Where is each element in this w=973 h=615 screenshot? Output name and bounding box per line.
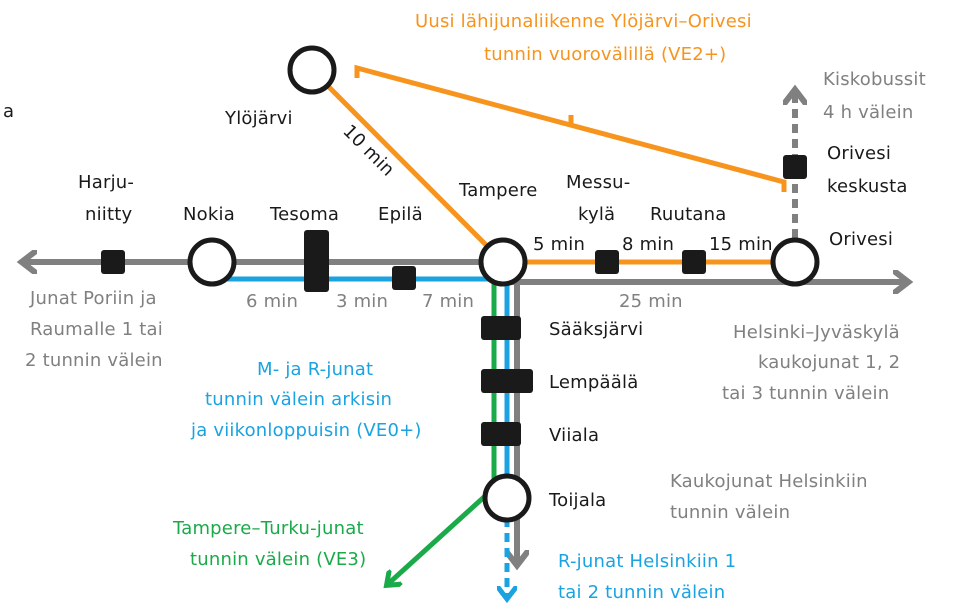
- kiskobussit-label-1: Kiskobussit: [823, 69, 926, 90]
- time-ruutana-orivesi: 15 min: [709, 234, 773, 255]
- mr-label-3: ja viikonloppuisin (VE0+): [190, 420, 422, 441]
- jyvaskyla-label-3: tai 3 tunnin välein: [722, 383, 889, 404]
- station-nokia: [187, 237, 237, 287]
- label-viiala: Viiala: [549, 425, 599, 446]
- kaukojunat-label-1: Kaukojunat Helsinkiin: [670, 471, 868, 492]
- stop-orivesi-keskusta: [783, 155, 807, 179]
- label-tampere: Tampere: [458, 180, 538, 201]
- pori-label-3: 2 tunnin välein: [25, 350, 163, 371]
- label-tesoma: Tesoma: [269, 204, 339, 225]
- stop-ruutana: [682, 250, 706, 274]
- station-toijala: [482, 473, 532, 523]
- label-toijala: Toijala: [548, 490, 606, 511]
- time-nokia-tesoma: 6 min: [246, 291, 298, 312]
- jyvaskyla-label-1: Helsinki–Jyväskylä: [733, 322, 900, 343]
- turku-label-1: Tampere–Turku-junat: [172, 518, 364, 539]
- station-tampere: [478, 237, 528, 287]
- stop-lempaala: [481, 369, 533, 393]
- label-nokia: Nokia: [183, 204, 235, 225]
- rjunat-label-1: R-junat Helsinkiin 1: [558, 551, 736, 572]
- label-messukyla-2: kylä: [578, 204, 615, 225]
- mr-label-1: M- ja R-junat: [257, 359, 373, 380]
- station-orivesi: [770, 237, 820, 287]
- label-fragment-a: a: [3, 101, 14, 122]
- stop-saaksjarvi: [481, 316, 521, 340]
- stop-harjuniitty: [101, 250, 125, 274]
- label-messukyla-1: Messu-: [566, 172, 630, 193]
- stop-epila: [392, 266, 416, 290]
- label-harjuniitty-1: Harju-: [78, 172, 134, 193]
- label-orivesi: Orivesi: [829, 229, 893, 250]
- stop-viiala: [481, 422, 521, 446]
- stop-messukyla: [595, 250, 619, 274]
- mr-label-2: tunnin välein arkisin: [205, 389, 392, 410]
- kiskobussit-label-2: 4 h välein: [823, 102, 913, 123]
- stop-tesoma: [304, 230, 329, 292]
- green-line-turku: [388, 486, 496, 584]
- time-tampere-messukyla: 5 min: [533, 234, 585, 255]
- label-ruutana: Ruutana: [650, 204, 726, 225]
- label-harjuniitty-2: niitty: [85, 204, 133, 225]
- rjunat-label-2: tai 2 tunnin välein: [558, 582, 725, 603]
- label-orivesi-keskusta-1: Orivesi: [827, 143, 891, 164]
- orange-line-ylojarvi: [310, 68, 505, 264]
- jyvaskyla-label-2: kaukojunat 1, 2: [758, 352, 900, 373]
- orange-service-label-2: tunnin vuorovälillä (VE2+): [484, 44, 726, 65]
- label-saaksjarvi: Sääksjärvi: [549, 319, 643, 340]
- time-epila-tampere: 7 min: [422, 291, 474, 312]
- label-orivesi-keskusta-2: keskusta: [827, 176, 908, 197]
- pori-label-1: Junat Poriin ja: [29, 288, 157, 309]
- pori-label-2: Raumalle 1 tai: [30, 319, 163, 340]
- label-lempaala: Lempäälä: [549, 372, 638, 393]
- kaukojunat-label-2: tunnin välein: [670, 502, 790, 523]
- time-tesoma-epila: 3 min: [336, 291, 388, 312]
- turku-label-2: tunnin välein (VE3): [190, 549, 366, 570]
- time-messukyla-ruutana: 8 min: [622, 234, 674, 255]
- time-tampere-orivesi: 25 min: [619, 291, 683, 312]
- orange-service-label-1: Uusi lähijunaliikenne Ylöjärvi–Orivesi: [415, 11, 752, 32]
- label-epila: Epilä: [378, 204, 423, 225]
- station-ylojarvi: [287, 45, 337, 95]
- label-ylojarvi: Ylöjärvi: [224, 108, 293, 129]
